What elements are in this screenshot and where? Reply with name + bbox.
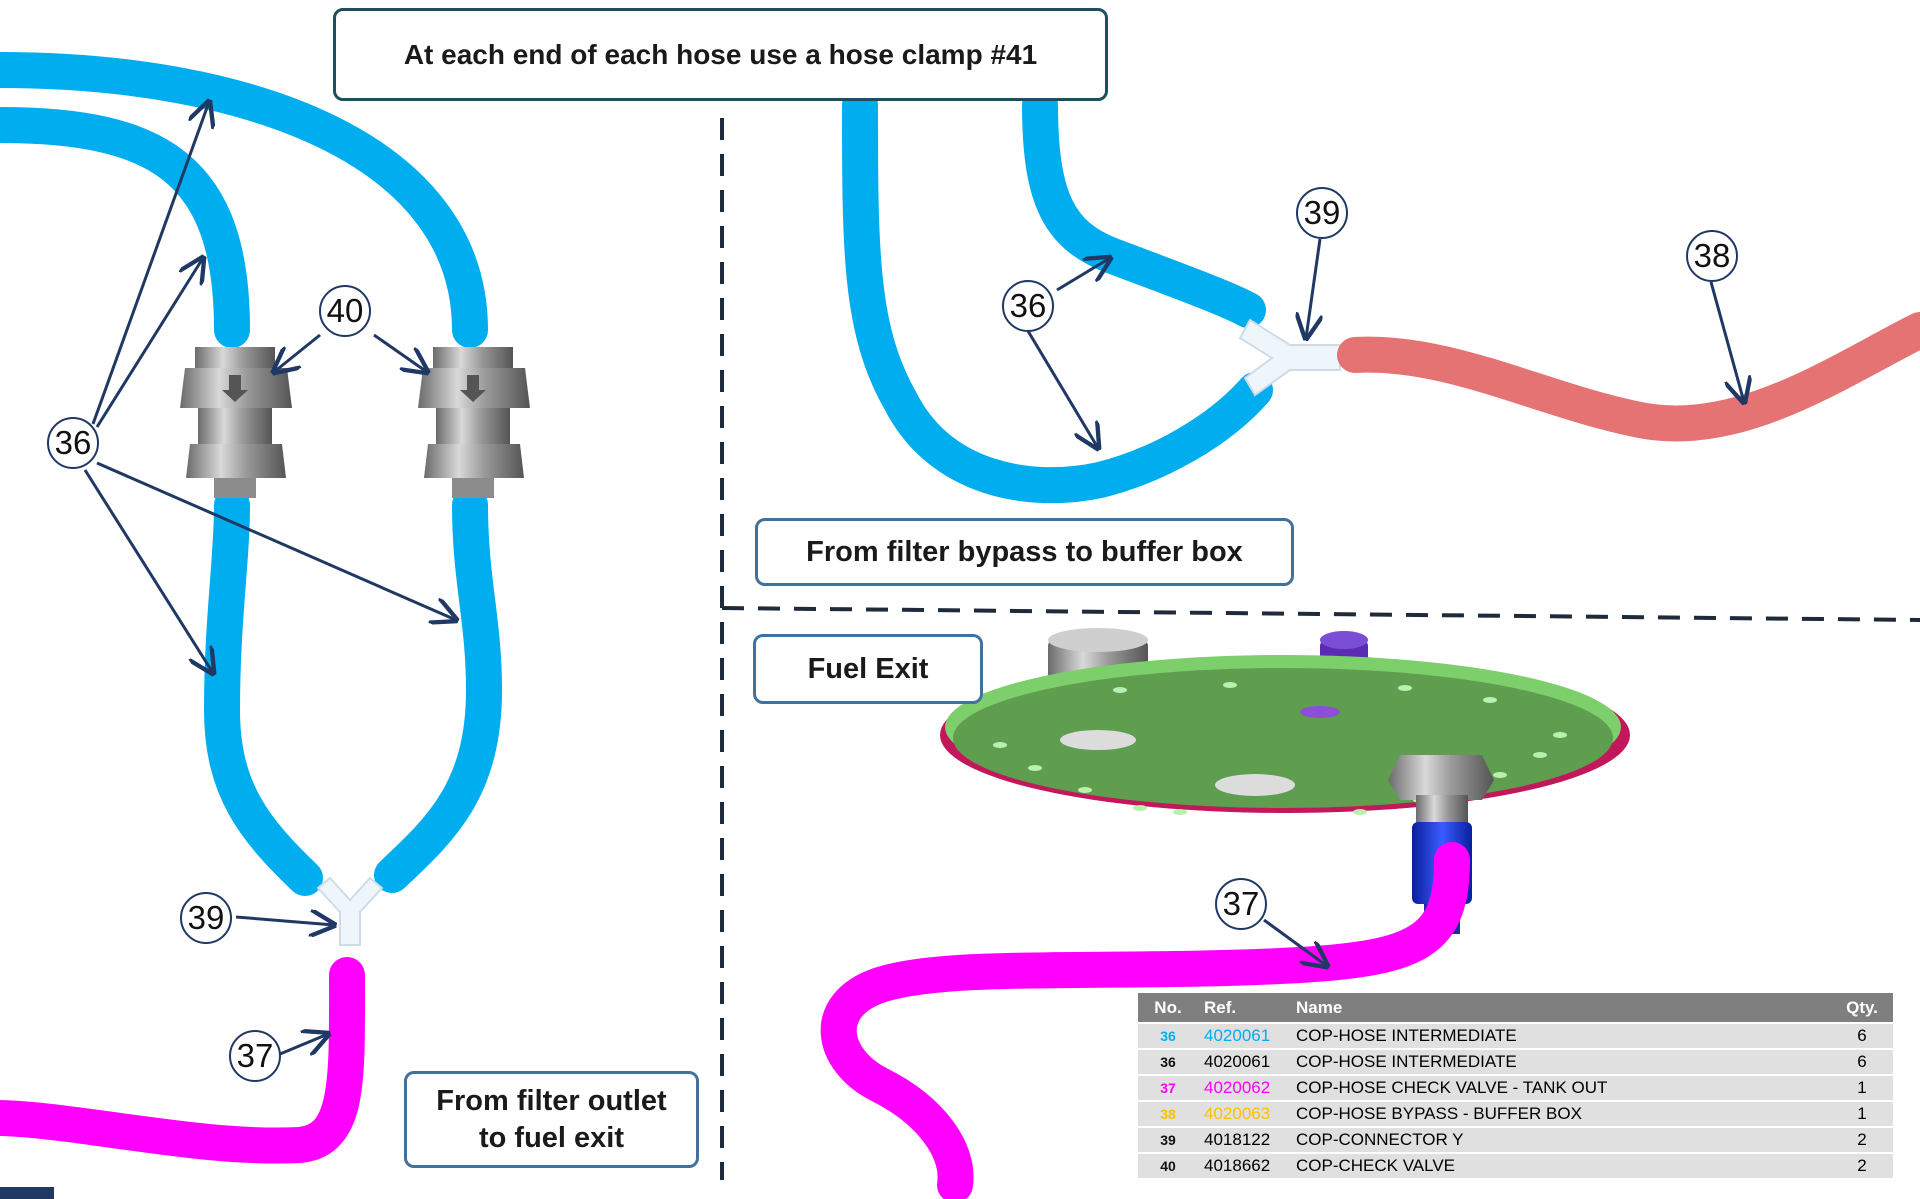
cell-ref: 4020062 bbox=[1198, 1074, 1290, 1101]
label-39-right: 39 bbox=[1296, 187, 1348, 239]
label-36-left: 36 bbox=[47, 417, 99, 469]
cell-no: 36 bbox=[1138, 1022, 1198, 1049]
label-37-right: 37 bbox=[1215, 878, 1267, 930]
cell-qty: 1 bbox=[1831, 1100, 1893, 1127]
check-valve-right bbox=[418, 347, 530, 498]
col-qty: Qty. bbox=[1831, 993, 1893, 1023]
label-38: 38 bbox=[1686, 230, 1738, 282]
horizontal-divider bbox=[721, 606, 1920, 622]
cell-qty: 2 bbox=[1831, 1126, 1893, 1153]
corner-mark bbox=[0, 1187, 54, 1199]
outlet-callout-line2: to fuel exit bbox=[478, 1121, 624, 1154]
col-ref: Ref. bbox=[1198, 993, 1290, 1023]
label-39-left: 39 bbox=[180, 892, 232, 944]
cell-qty: 6 bbox=[1831, 1022, 1893, 1049]
hose-37-left bbox=[0, 957, 366, 1164]
cell-name: COP-HOSE INTERMEDIATE bbox=[1290, 1048, 1831, 1075]
section-dividers bbox=[720, 118, 1920, 1180]
label-36-right: 36 bbox=[1002, 280, 1054, 332]
col-no: No. bbox=[1138, 993, 1198, 1023]
y-connector-left bbox=[316, 876, 384, 946]
cell-no: 40 bbox=[1138, 1152, 1198, 1178]
cell-name: COP-CONNECTOR Y bbox=[1290, 1126, 1831, 1153]
outlet-callout: From filter outlet to fuel exit bbox=[404, 1071, 699, 1168]
y-connector-right bbox=[1238, 318, 1341, 397]
cell-name: COP-HOSE CHECK VALVE - TANK OUT bbox=[1290, 1074, 1831, 1101]
cell-qty: 6 bbox=[1831, 1048, 1893, 1075]
hose-37-right bbox=[820, 842, 1470, 1199]
cell-name: COP-HOSE INTERMEDIATE bbox=[1290, 1022, 1831, 1049]
cell-ref: 4020063 bbox=[1198, 1100, 1290, 1127]
hose-36-right bbox=[842, 87, 1273, 504]
cell-name: COP-CHECK VALVE bbox=[1290, 1152, 1831, 1178]
check-valve-left bbox=[180, 347, 292, 498]
hose-36-left bbox=[0, 52, 503, 896]
parts-table-header: No. Ref. Name Qty. bbox=[1138, 993, 1893, 1023]
cell-name: COP-HOSE BYPASS - BUFFER BOX bbox=[1290, 1100, 1831, 1127]
cell-no: 37 bbox=[1138, 1074, 1198, 1101]
cell-ref: 4018122 bbox=[1198, 1126, 1290, 1153]
cell-ref: 4018662 bbox=[1198, 1152, 1290, 1178]
cell-ref: 4020061 bbox=[1198, 1022, 1290, 1049]
hose-clamp-note: At each end of each hose use a hose clam… bbox=[333, 8, 1108, 101]
fuel-exit-plate bbox=[940, 628, 1630, 934]
label-40: 40 bbox=[319, 285, 371, 337]
cell-ref: 4020061 bbox=[1198, 1048, 1290, 1075]
cell-no: 38 bbox=[1138, 1100, 1198, 1127]
cell-no: 39 bbox=[1138, 1126, 1198, 1153]
col-name: Name bbox=[1290, 993, 1831, 1023]
cell-qty: 2 bbox=[1831, 1152, 1893, 1178]
label-37-left: 37 bbox=[229, 1030, 281, 1082]
fuel-exit-callout: Fuel Exit bbox=[753, 634, 983, 704]
cell-no: 36 bbox=[1138, 1048, 1198, 1075]
leader-arrows bbox=[83, 102, 1744, 1054]
cell-qty: 1 bbox=[1831, 1074, 1893, 1101]
outlet-callout-line1: From filter outlet bbox=[436, 1085, 667, 1118]
bypass-callout: From filter bypass to buffer box bbox=[755, 518, 1294, 586]
hose-38 bbox=[1337, 312, 1920, 442]
